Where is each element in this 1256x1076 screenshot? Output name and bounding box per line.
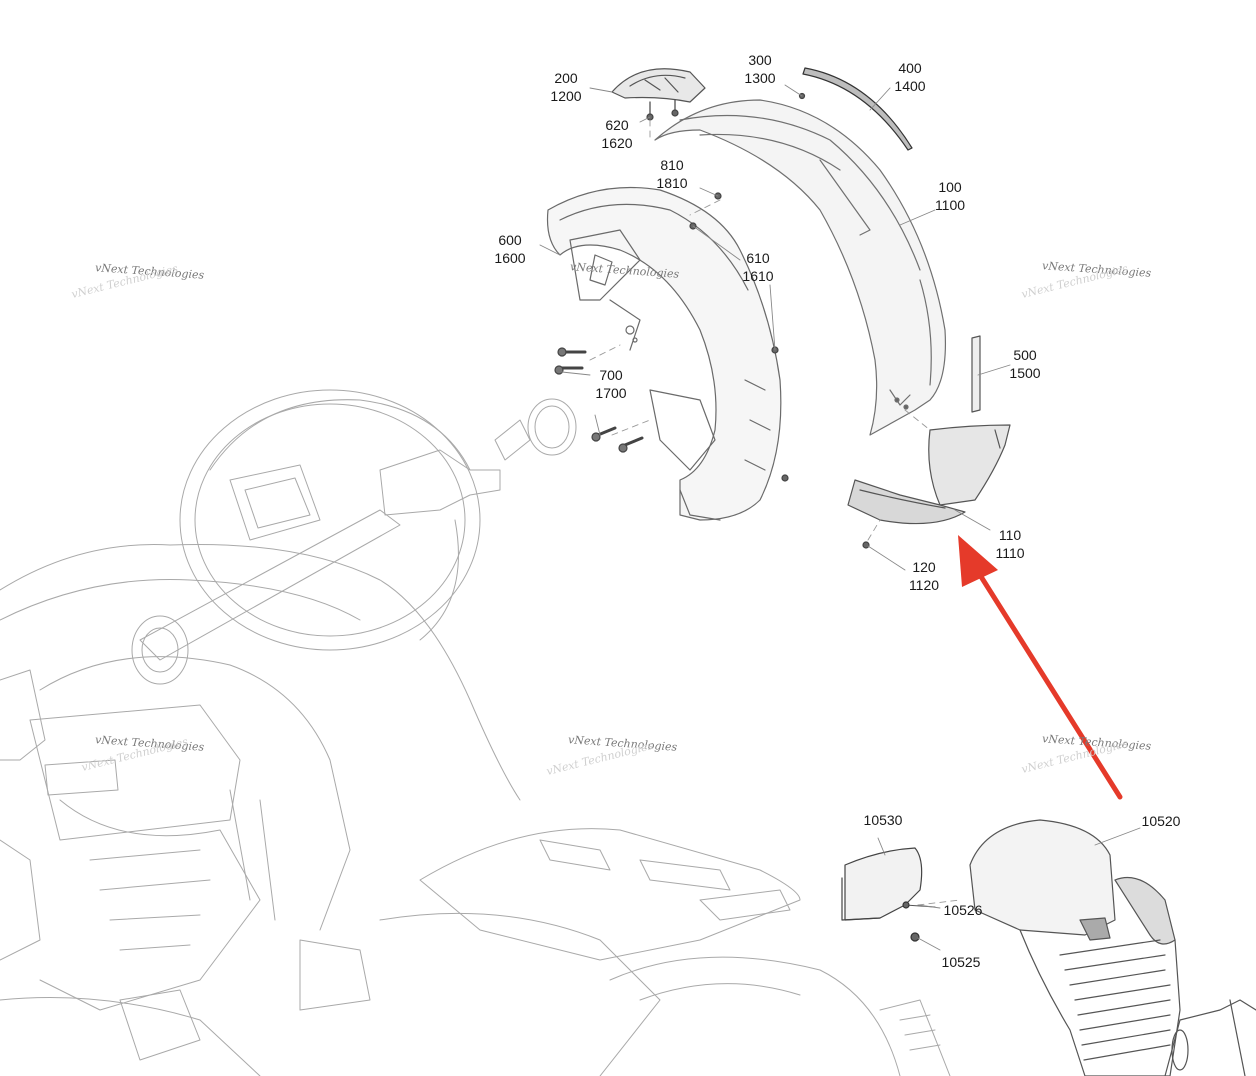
leader-lines bbox=[539, 84, 1141, 951]
callout-10530: 10530 bbox=[863, 812, 903, 828]
part-100-fender bbox=[654, 99, 947, 436]
highlight-arrow bbox=[958, 535, 1123, 800]
part-600-inner-fender bbox=[546, 186, 782, 521]
callout-10520: 10520 bbox=[1141, 813, 1181, 829]
part-10530-plate bbox=[841, 847, 923, 921]
part-110-mud-flap bbox=[847, 424, 1011, 525]
part-200-cover bbox=[611, 68, 706, 103]
callout-10525: 10525 bbox=[941, 954, 981, 970]
callout-10526: 10526 bbox=[943, 902, 983, 918]
vehicle-outline bbox=[0, 389, 951, 1076]
part-400-trim-strip bbox=[802, 67, 913, 151]
part-10520-rear-fender bbox=[969, 819, 1256, 1076]
part-700-screws bbox=[554, 347, 644, 453]
alignment-dashes bbox=[589, 119, 961, 906]
part-500-reflector bbox=[971, 335, 981, 413]
